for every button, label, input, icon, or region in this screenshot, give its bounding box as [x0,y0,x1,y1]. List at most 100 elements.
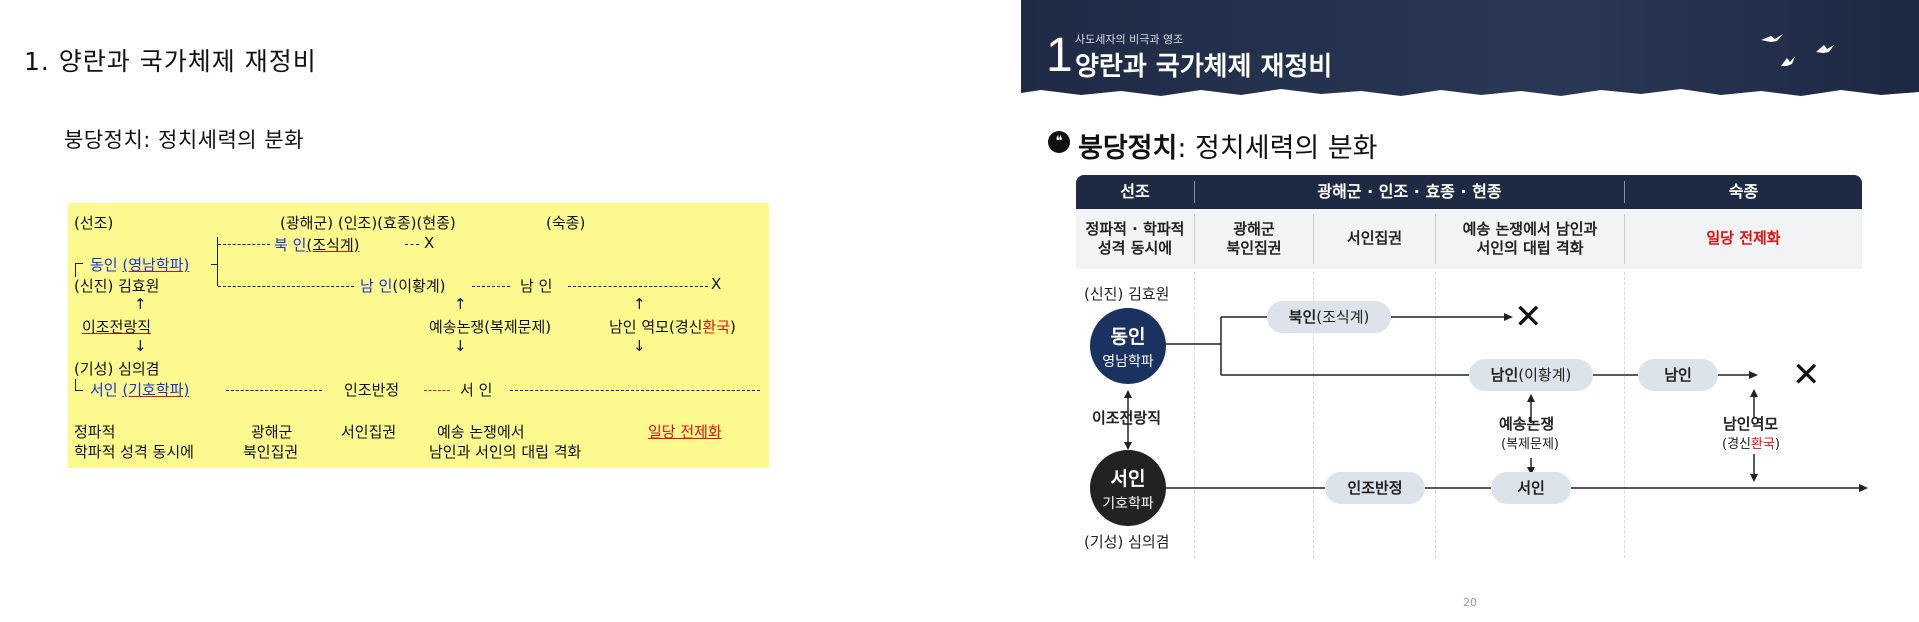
dongin-dash [211,264,217,265]
bukin-school: (조식계) [306,236,360,254]
column-separator [1313,214,1314,264]
header-col-seonjo: 선조 [1120,182,1150,201]
bottom-4b: 남인과 서인의 대립 격화 [429,443,582,461]
namin-pill-2: 남인 [1638,359,1718,391]
namin-yeokmo-a: 남인 역모(경신 [609,318,703,336]
desc-cell-2: 광해군 북인집권 [1226,219,1282,258]
giseong-label: (기성) 심의겸 [74,360,160,378]
banner-title: 양란과 국가체제 재정비 [1075,52,1333,82]
dongin-bracket-v [75,263,76,277]
namin-yeokmo-label: 남인 역모(경신환국) [609,316,736,337]
bukin-name: 북 인 [274,236,307,254]
bukin-pill-school: (조식계) [1316,308,1370,326]
era-middle: (광해군) (인조)(효종)(현종) [280,214,456,232]
banner-number: 1 [1046,29,1073,82]
bottom-2a: 광해군 [251,423,293,441]
left-slide-title: 1. 양란과 국가체제 재정비 [24,47,317,76]
namin-yeokmo-c: ) [730,318,736,336]
seoin-plain: 서 인 [460,381,493,399]
right-slide-banner [1021,0,1919,100]
bukin-dash [218,244,270,245]
sinjin-label: (신진) 김효원 [74,277,160,295]
yeokmo-sub-a: (경신 [1722,437,1751,452]
column-separator [1624,214,1625,264]
seoin-school: (기호학파) [122,381,190,399]
namin-dash [218,286,354,287]
grid-line [1313,272,1314,558]
injo-banjeong-pill: 인조반정 [1325,472,1425,504]
header-col-middle: 광해군 · 인조 · 효종 · 현종 [1317,182,1502,201]
seoin-bracket-bottom [75,390,83,391]
down-arrow-3: ↓ [633,337,646,355]
namin-pill-name: 남인 [1490,366,1519,384]
yeokmo-label: 남인역모 [1723,415,1779,433]
bukin-label: 북 인(조식계) [274,234,359,255]
dongin-circle-school: 영남학파 [1102,354,1154,370]
up-arrow-1: ↑ [134,295,147,313]
namin-pill-school: (이황계) [1518,366,1572,384]
seoin-circle: 서인 기호학파 [1090,450,1166,526]
table-row-description [1076,209,1862,269]
namin-dash-2 [472,286,510,287]
bottom-1b: 학파적 성격 동시에 [74,443,194,461]
seoin-name: 서인 [90,381,118,399]
up-arrow-3: ↑ [633,295,646,313]
left-diagram-box: (선조) (광해군) (인조)(효종)(현종) (숙종) 북 인(조식계) X … [68,203,769,468]
column-separator [1194,214,1195,264]
left-slide-subtitle: 붕당정치: 정치세력의 분화 [64,128,304,152]
namin-pill: 남인(이황계) [1469,359,1593,391]
desc-cell-1: 정파적 · 학파적 성격 동시에 [1085,219,1185,258]
down-arrow-2: ↓ [454,337,467,355]
bottom-5: 일당 전제화 [648,423,722,441]
yesong-label: 예송논쟁 [1499,415,1555,433]
yeokmo-sub-c: ) [1774,437,1780,452]
seoin-circle-school: 기호학파 [1102,496,1154,512]
bottom-1a: 정파적 [74,423,116,441]
header-separator [1194,181,1195,203]
desc-cell-3: 서인집권 [1346,229,1403,248]
seoin-bracket-v [75,379,76,390]
era-sukjong: (숙종) [546,214,586,232]
dongin-label: 동인 (영남학파) [90,254,189,275]
column-separator [1435,214,1436,264]
grid-line [1194,272,1195,558]
seoin-dash-3 [510,390,760,391]
yeokmo-sub-label: (경신환국) [1722,433,1780,452]
ijo-label: 이조전랑직 [82,318,152,336]
grid-line [1435,272,1436,558]
bottom-3: 서인집권 [341,423,397,441]
quote-icon: ❝ [1048,131,1070,153]
header-col-sukjong: 숙종 [1728,182,1759,201]
yesong-sub-label: (복제문제) [1501,437,1559,452]
x-mark-1: X [424,234,435,252]
namin-label: 남 인(이황계) [360,275,445,296]
namin-school: (이황계) [392,277,446,295]
diagram-connectors [1124,313,1868,492]
bottom-2b: 북인집권 [243,443,299,461]
grid-line [1624,272,1625,558]
table-header-bar [1076,175,1862,209]
namin-plain: 남 인 [520,277,553,295]
seoin-dash-1 [226,390,322,391]
dongin-bracket-top [75,263,83,264]
dongin-school: (영남학파) [122,256,190,274]
seoin-dash-2 [424,390,450,391]
x-mark-icon: ✕ [1514,297,1543,337]
desc-cell-5: 일당 전제화 [1706,229,1781,248]
x-mark-2: X [711,275,722,293]
giseong-label: (기성) 심의겸 [1084,533,1170,551]
namin-dash-3 [568,286,708,287]
subtitle-rest: : 정치세력의 분화 [1177,133,1378,164]
header-separator [1624,181,1625,203]
sinjin-label: (신진) 김효원 [1084,285,1170,303]
seoin-circle-name: 서인 [1110,468,1146,490]
injo-banjeong-label: 인조반정 [344,381,400,399]
page-number: 20 [1463,596,1477,609]
desc-cell-4: 예송 논쟁에서 남인과 서인의 대립 격화 [1462,219,1598,258]
bottom-4a: 예송 논쟁에서 [437,423,525,441]
subtitle-bold: 붕당정치 [1078,133,1178,164]
down-arrow-1: ↓ [134,337,147,355]
right-slide-subtitle: 붕당정치: 정치세력의 분화 [1078,126,1378,165]
banner-background [1021,0,1919,96]
yesong-label: 예송논쟁(복제문제) [429,318,552,336]
